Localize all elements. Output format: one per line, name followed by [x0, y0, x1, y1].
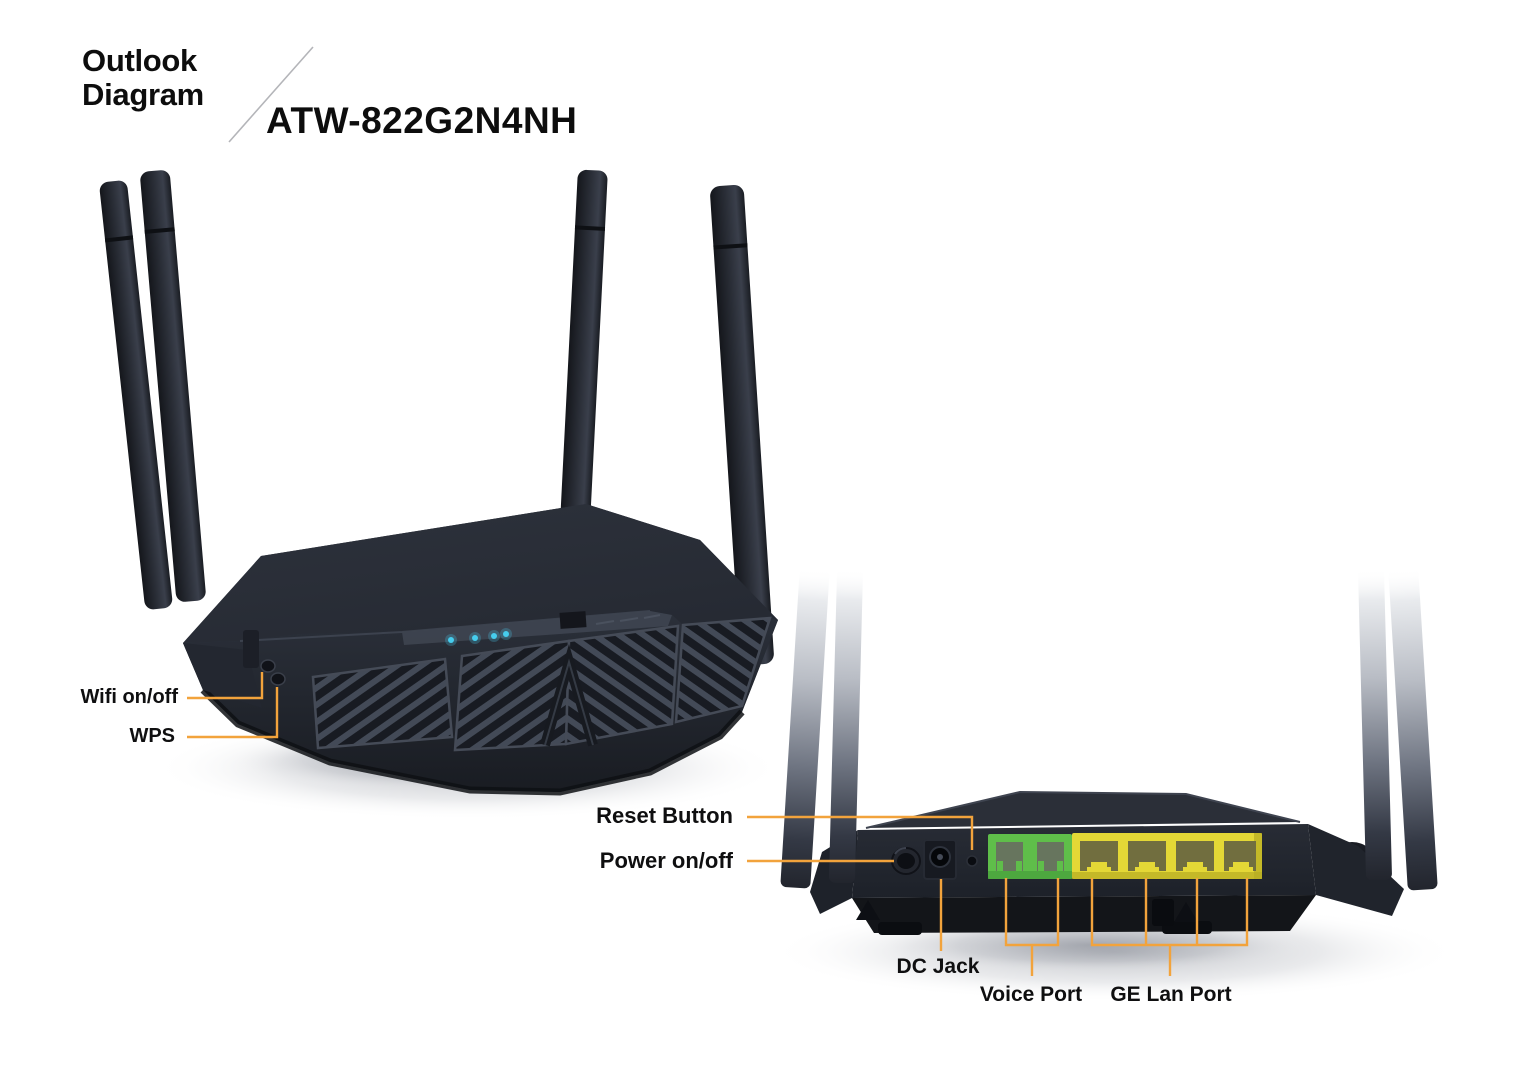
rear-antenna-1 — [780, 567, 830, 889]
antenna-4 — [710, 185, 774, 665]
vent-grille-mid-right — [564, 624, 680, 746]
model-number: ATW-822G2N4NH — [266, 100, 578, 141]
dc-jack — [923, 839, 957, 880]
rear-router-roof-edge — [865, 790, 1301, 829]
rear-router-antennas — [780, 567, 1438, 891]
rear-antenna-4 — [1388, 567, 1438, 891]
lan-port-2 — [1128, 841, 1166, 871]
antenna-3 — [558, 169, 608, 563]
reset-pinhole — [966, 855, 978, 867]
rear-foot-right — [1162, 921, 1212, 934]
callout-lines — [187, 672, 1249, 976]
page-title: Outlook Diagram — [82, 44, 204, 112]
rear-view-router — [770, 567, 1460, 1002]
callout-line-wps — [187, 687, 279, 739]
power-button — [891, 847, 921, 875]
rear-foot-left — [878, 922, 922, 935]
callout-line-ge-lan-port — [1090, 878, 1249, 976]
voice-port-block — [988, 834, 1072, 879]
rear-slot — [1152, 899, 1174, 926]
callout-line-voice-port — [1004, 878, 1060, 976]
antenna-1 — [99, 180, 173, 610]
antenna-2 — [140, 170, 206, 602]
title-line-1: Outlook — [82, 43, 197, 78]
side-tab — [243, 630, 259, 668]
lan-port-block — [1072, 833, 1262, 879]
front-port-module — [559, 611, 587, 629]
strip-tick-marks — [595, 614, 661, 625]
voice-port-2 — [1037, 842, 1064, 871]
rear-antenna-2 — [829, 567, 863, 884]
callout-line-wifi-on-off — [187, 672, 264, 700]
rear-router-roof — [866, 792, 1300, 828]
callout-line-reset-button — [747, 815, 974, 850]
lan-port-3 — [1176, 841, 1214, 871]
rear-antenna-3 — [1358, 567, 1392, 881]
title-line-2: Diagram — [82, 77, 204, 112]
lan-port-1 — [1080, 841, 1118, 871]
vent-grille-left — [311, 657, 454, 750]
vent-grille-right — [674, 616, 772, 724]
wps-button — [270, 672, 286, 686]
wifi-on-off-button — [260, 659, 276, 673]
front-router-top-surface — [183, 504, 778, 643]
front-router-side-face — [183, 643, 262, 708]
rear-router-right-wedge — [1308, 824, 1404, 916]
status-leds — [445, 628, 512, 646]
led-indicator-strip — [402, 611, 672, 646]
front-view-router — [99, 169, 783, 820]
front-router-bottom-edge — [200, 687, 745, 796]
title-slash-line — [228, 46, 314, 143]
rear-triangle-mark-right — [1174, 902, 1198, 922]
rear-triangle-mark-left — [856, 900, 880, 920]
led-strip-band — [402, 611, 672, 645]
lan-port-4 — [1224, 841, 1256, 871]
voice-port-1 — [996, 842, 1023, 871]
vent-center-chevron-highlight — [544, 658, 594, 746]
